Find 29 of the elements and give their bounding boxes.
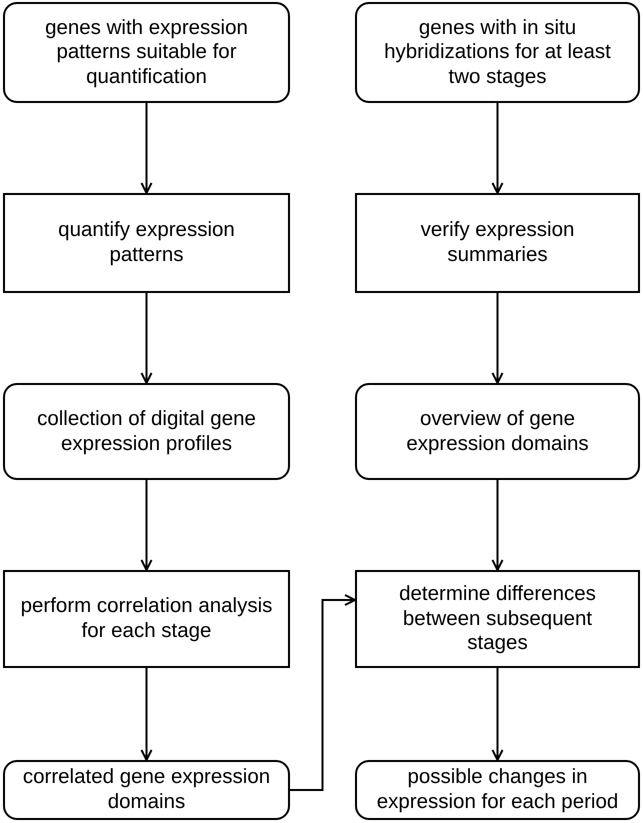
box-text: perform correlation analysis for each stage <box>20 594 274 644</box>
box-text: genes with in situ hybridizations for at least two stages <box>383 16 612 90</box>
process-box <box>3 570 290 668</box>
arrow <box>492 293 504 384</box>
box-text: quantify expression patterns <box>57 218 236 268</box>
arrow <box>492 103 504 194</box>
rounded-box <box>3 760 290 820</box>
process-box <box>3 193 290 293</box>
arrow <box>290 594 356 791</box>
arrow <box>140 668 152 761</box>
process-box <box>355 570 640 668</box>
box-text: determine differences between subsequent stages <box>398 582 597 656</box>
rounded-box <box>355 383 640 480</box>
arrow <box>140 103 152 194</box>
arrow <box>492 480 504 571</box>
rounded-box <box>3 2 290 103</box>
arrow <box>140 293 152 384</box>
box-text: collection of digital gene expression profiles <box>36 406 257 456</box>
box-text: correlated gene expression domains <box>22 765 272 815</box>
rounded-box <box>355 2 640 103</box>
process-box <box>355 193 640 293</box>
arrow <box>492 668 504 761</box>
box-text: possible changes in expression for each period <box>376 765 620 815</box>
box-text: overview of gene expression domains <box>405 406 590 456</box>
rounded-box <box>355 760 640 820</box>
rounded-box <box>3 383 290 480</box>
box-text: verify expression summaries <box>420 218 576 268</box>
box-text: genes with expression patterns suitable for quantification <box>44 16 249 90</box>
arrow <box>140 480 152 571</box>
